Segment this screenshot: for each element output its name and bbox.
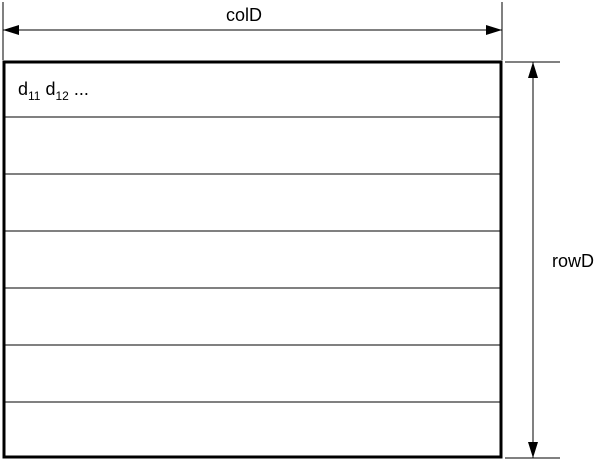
element-d12-letter: d: [45, 79, 55, 99]
row-arrow-down-icon: [528, 442, 538, 458]
row-dimension: rowD: [505, 61, 594, 459]
element-d11-subscript: 11: [28, 89, 41, 103]
col-dimension: colD: [2, 2, 503, 60]
element-d12-subscript: 12: [56, 89, 70, 103]
row-label: rowD: [552, 251, 594, 271]
row-arrow-up-icon: [528, 62, 538, 78]
ellipsis: ...: [69, 79, 89, 99]
col-arrow-left-icon: [3, 25, 19, 35]
col-label: colD: [226, 5, 262, 25]
col-arrow-right-icon: [486, 25, 502, 35]
matrix-outline: [2, 60, 503, 459]
element-d11-letter: d: [18, 79, 28, 99]
